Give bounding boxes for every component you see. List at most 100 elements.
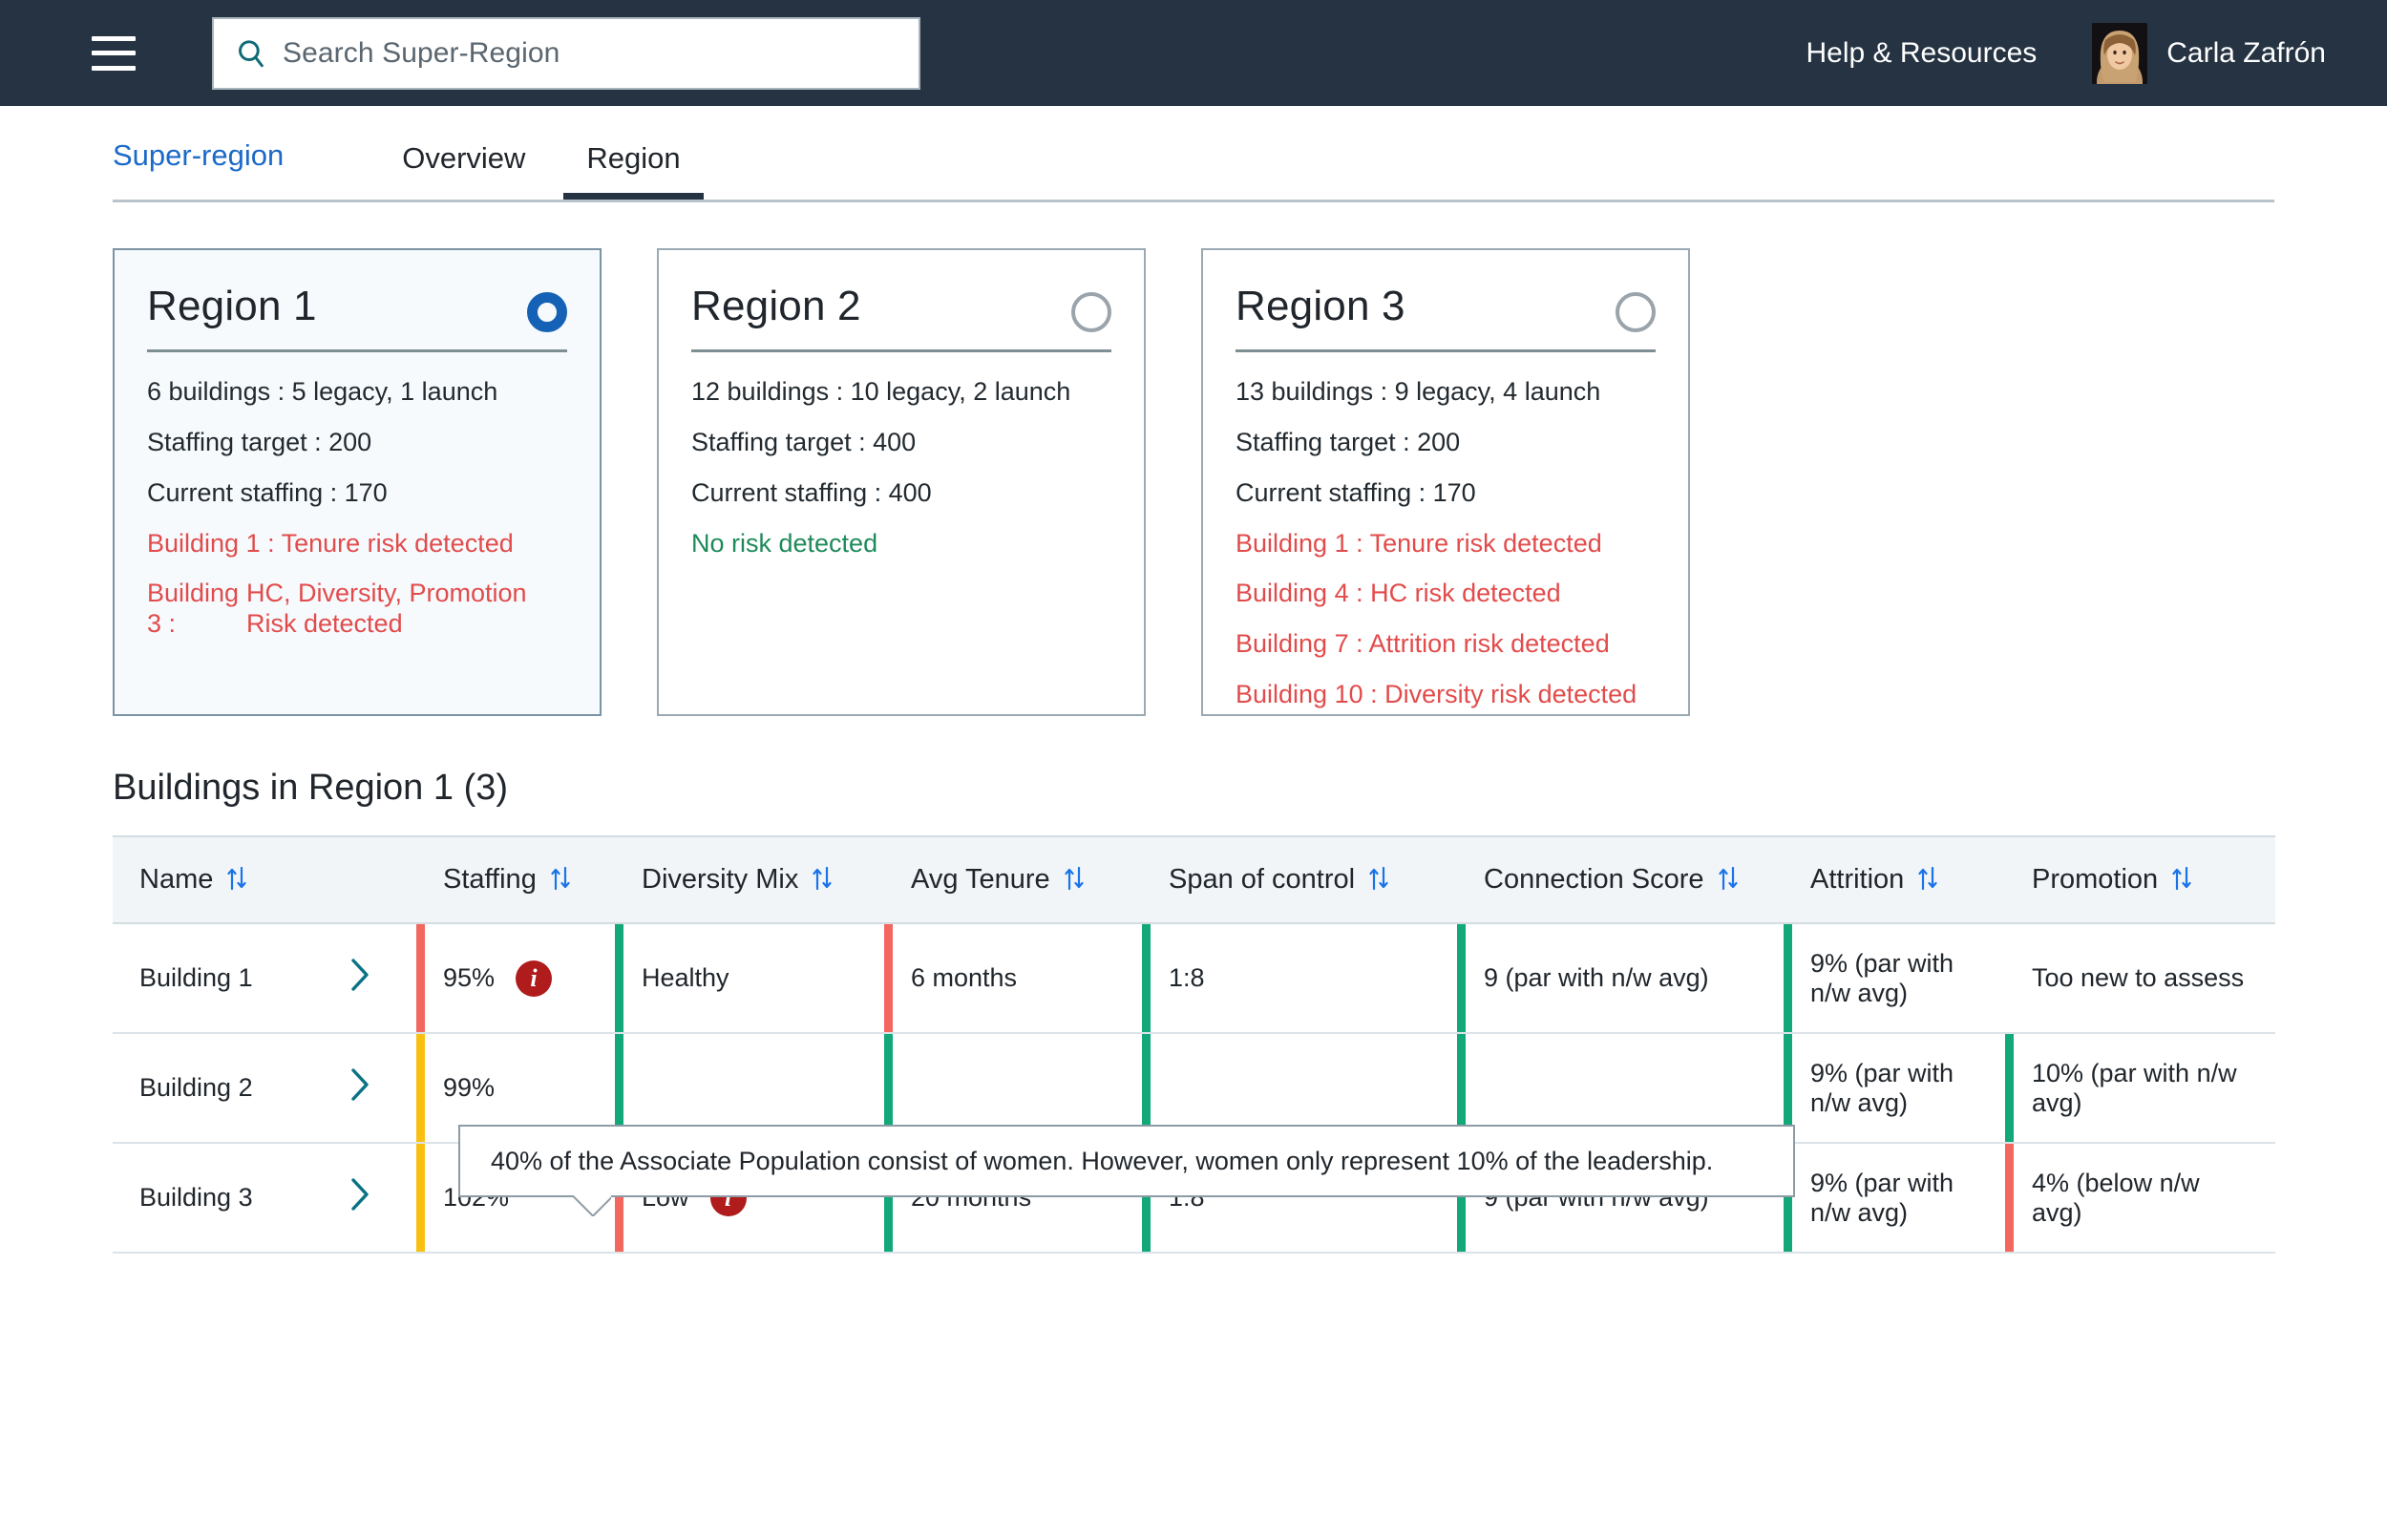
- table-header: Name Staffing Diversity Mix Avg Tenure S…: [113, 835, 2275, 924]
- cell-attrition: 9% (par with n/w avg): [1784, 1033, 2005, 1144]
- building-name-label: Building 1: [139, 963, 253, 992]
- status-bar-green: [1784, 1034, 1792, 1142]
- col-header-promotion[interactable]: Promotion: [2005, 835, 2275, 924]
- cell-attrition: 9% (par with n/w avg): [1784, 1143, 2005, 1254]
- chevron-right-icon[interactable]: [348, 957, 372, 1000]
- tab-overview[interactable]: Overview: [402, 141, 526, 175]
- cell-staffing: 95% i: [416, 923, 615, 1034]
- sort-updown-icon: [813, 866, 832, 891]
- chevron-right-icon[interactable]: [348, 1176, 372, 1219]
- status-bar-green: [2005, 1034, 2014, 1142]
- region-card-3-risk-2: Building 7 : Attrition risk detected: [1236, 629, 1610, 659]
- nav-divider: [113, 200, 2274, 202]
- sort-updown-icon: [551, 866, 570, 891]
- region-card-2-staffing-target: Staffing target : 400: [691, 427, 917, 456]
- help-and-resources-link[interactable]: Help & Resources: [1806, 36, 2038, 69]
- header-right-group: Help & Resources Carla Zafrón: [1806, 0, 2326, 106]
- cell-span: 1:8: [1142, 923, 1457, 1034]
- status-bar-amber: [416, 1034, 425, 1142]
- table-header-row: Name Staffing Diversity Mix Avg Tenure S…: [113, 835, 2275, 924]
- cell-promotion: 4% (below n/w avg): [2005, 1143, 2275, 1254]
- region-card-2-buildings: 12 buildings : 10 legacy, 2 launch: [691, 377, 1071, 406]
- col-header-staffing[interactable]: Staffing: [416, 835, 615, 924]
- staffing-value: 99%: [443, 1073, 496, 1102]
- tooltip-arrow: [573, 1195, 611, 1216]
- col-header-span-of-control-label: Span of control: [1169, 864, 1356, 895]
- status-bar-red: [884, 924, 893, 1032]
- status-bar-green: [1457, 1144, 1466, 1252]
- region-card-1-risk-1-value: HC, Diversity, Promotion Risk detected: [246, 579, 527, 639]
- search-placeholder-text: Search Super-Region: [283, 36, 560, 69]
- promotion-value: 10% (par with n/w avg): [2032, 1058, 2237, 1117]
- col-header-connection-score[interactable]: Connection Score: [1457, 835, 1784, 924]
- region-card-1-radio[interactable]: [527, 292, 567, 332]
- region-card-1[interactable]: Region 1 6 buildings : 5 legacy, 1 launc…: [113, 248, 602, 716]
- region-card-3-radio[interactable]: [1616, 292, 1656, 332]
- avatar: [2092, 22, 2148, 84]
- status-bar-red: [2005, 1144, 2014, 1252]
- col-header-promotion-label: Promotion: [2032, 864, 2159, 895]
- attrition-value: 9% (par with n/w avg): [1810, 1168, 1954, 1227]
- status-bar-green: [615, 1034, 623, 1142]
- promotion-value: Too new to assess: [2032, 963, 2245, 992]
- region-card-3-title: Region 3: [1236, 283, 1405, 329]
- region-card-2-header: Region 2: [691, 283, 1111, 332]
- sort-updown-icon: [2172, 866, 2191, 891]
- diversity-tooltip: 40% of the Associate Population consist …: [458, 1125, 1795, 1197]
- building-name-label: Building 3: [139, 1183, 253, 1212]
- col-header-attrition[interactable]: Attrition: [1784, 835, 2005, 924]
- region-card-1-divider: [147, 349, 567, 352]
- region-card-1-title: Region 1: [147, 283, 317, 329]
- col-header-name-label: Name: [139, 864, 214, 895]
- region-card-list: Region 1 6 buildings : 5 legacy, 1 launc…: [0, 202, 2387, 716]
- col-header-attrition-label: Attrition: [1810, 864, 1905, 895]
- region-card-3-risk-0: Building 1 : Tenure risk detected: [1236, 528, 1602, 558]
- status-bar-green: [884, 1034, 893, 1142]
- hamburger-menu-icon[interactable]: [92, 35, 136, 71]
- region-card-2-current-staffing: Current staffing : 400: [691, 477, 932, 507]
- region-card-1-header: Region 1: [147, 283, 567, 332]
- search-input[interactable]: Search Super-Region: [212, 16, 920, 90]
- col-header-connection-score-label: Connection Score: [1484, 864, 1704, 895]
- tab-region[interactable]: Region: [563, 141, 704, 200]
- col-header-span-of-control[interactable]: Span of control: [1142, 835, 1457, 924]
- region-card-3[interactable]: Region 3 13 buildings : 9 legacy, 4 laun…: [1201, 248, 1690, 716]
- region-card-3-buildings: 13 buildings : 9 legacy, 4 launch: [1236, 377, 1601, 406]
- cell-tenure: 6 months: [884, 923, 1142, 1034]
- status-bar-green: [1142, 1144, 1151, 1252]
- info-icon[interactable]: i: [516, 960, 553, 997]
- region-card-1-buildings: 6 buildings : 5 legacy, 1 launch: [147, 377, 498, 406]
- status-bar-green: [1457, 1034, 1466, 1142]
- status-bar-amber: [416, 1144, 425, 1252]
- status-bar-green: [1142, 924, 1151, 1032]
- col-header-avg-tenure[interactable]: Avg Tenure: [884, 835, 1142, 924]
- region-card-3-current-staffing: Current staffing : 170: [1236, 477, 1476, 507]
- region-card-2[interactable]: Region 2 12 buildings : 10 legacy, 2 lau…: [657, 248, 1146, 716]
- col-header-diversity-mix[interactable]: Diversity Mix: [615, 835, 884, 924]
- cell-attrition: 9% (par with n/w avg): [1784, 923, 2005, 1034]
- sort-updown-icon: [227, 866, 246, 891]
- sort-updown-icon: [1718, 866, 1738, 891]
- table-body: Building 1 95% i Healthy: [113, 923, 2275, 1254]
- status-bar-green: [1784, 924, 1792, 1032]
- breadcrumb[interactable]: Super-region: [113, 138, 285, 172]
- region-card-3-staffing-target: Staffing target : 200: [1236, 427, 1461, 456]
- attrition-value: 9% (par with n/w avg): [1810, 948, 1954, 1007]
- col-header-staffing-label: Staffing: [443, 864, 537, 895]
- diversity-value: Healthy: [642, 963, 729, 992]
- region-card-3-divider: [1236, 349, 1656, 352]
- region-card-2-radio[interactable]: [1071, 292, 1111, 332]
- sort-updown-icon: [1369, 866, 1388, 891]
- chevron-right-icon[interactable]: [348, 1066, 372, 1109]
- span-value: 1:8: [1169, 963, 1205, 992]
- table-row[interactable]: Building 1 95% i Healthy: [113, 923, 2275, 1034]
- status-bar-red: [416, 924, 425, 1032]
- col-header-avg-tenure-label: Avg Tenure: [911, 864, 1050, 895]
- cell-connection: 9 (par with n/w avg): [1457, 923, 1784, 1034]
- region-card-1-risk-0: Building 1 : Tenure risk detected: [147, 528, 514, 558]
- tooltip-text: 40% of the Associate Population consist …: [491, 1146, 1714, 1175]
- region-card-1-current-staffing: Current staffing : 170: [147, 477, 388, 507]
- user-menu[interactable]: Carla Zafrón: [2092, 22, 2326, 84]
- cell-name: Building 3: [113, 1143, 416, 1254]
- col-header-name[interactable]: Name: [113, 835, 416, 924]
